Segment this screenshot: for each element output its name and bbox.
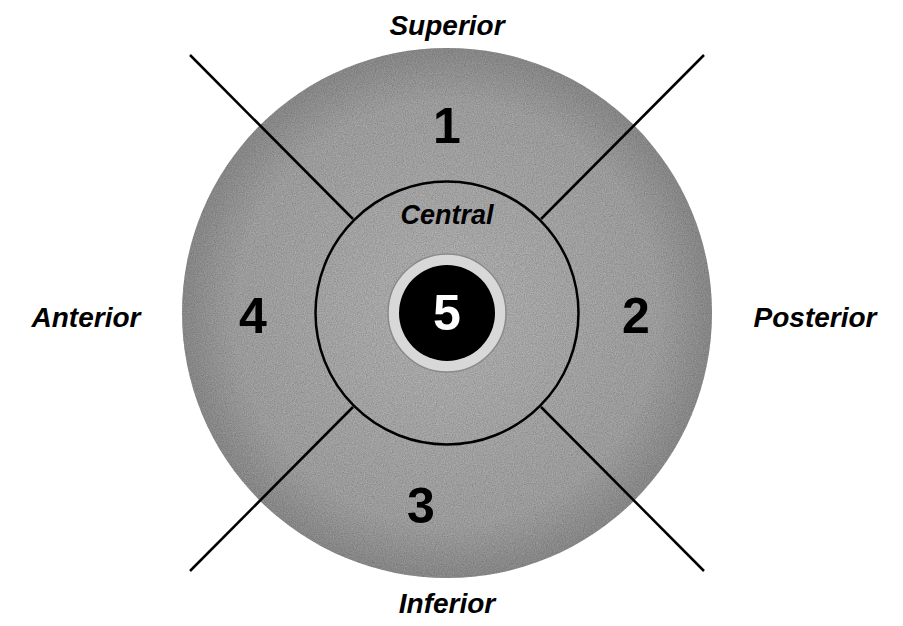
direction-label: Superior <box>389 12 504 40</box>
zone-number: 5 <box>433 288 461 338</box>
direction-label: Anterior <box>32 304 141 332</box>
zone-number: 4 <box>239 291 267 341</box>
zone-dividers <box>190 55 704 571</box>
zone-number: 2 <box>622 291 650 341</box>
cup-surface <box>182 48 712 578</box>
zone-title: Central <box>400 202 493 229</box>
center-hole: 5 <box>387 253 507 373</box>
central-zone: Central 5 <box>314 180 580 446</box>
zone-number: 1 <box>433 101 461 151</box>
direction-label: Inferior <box>399 590 495 618</box>
direction-label: Posterior <box>754 304 877 332</box>
zone-number: 3 <box>407 481 435 531</box>
